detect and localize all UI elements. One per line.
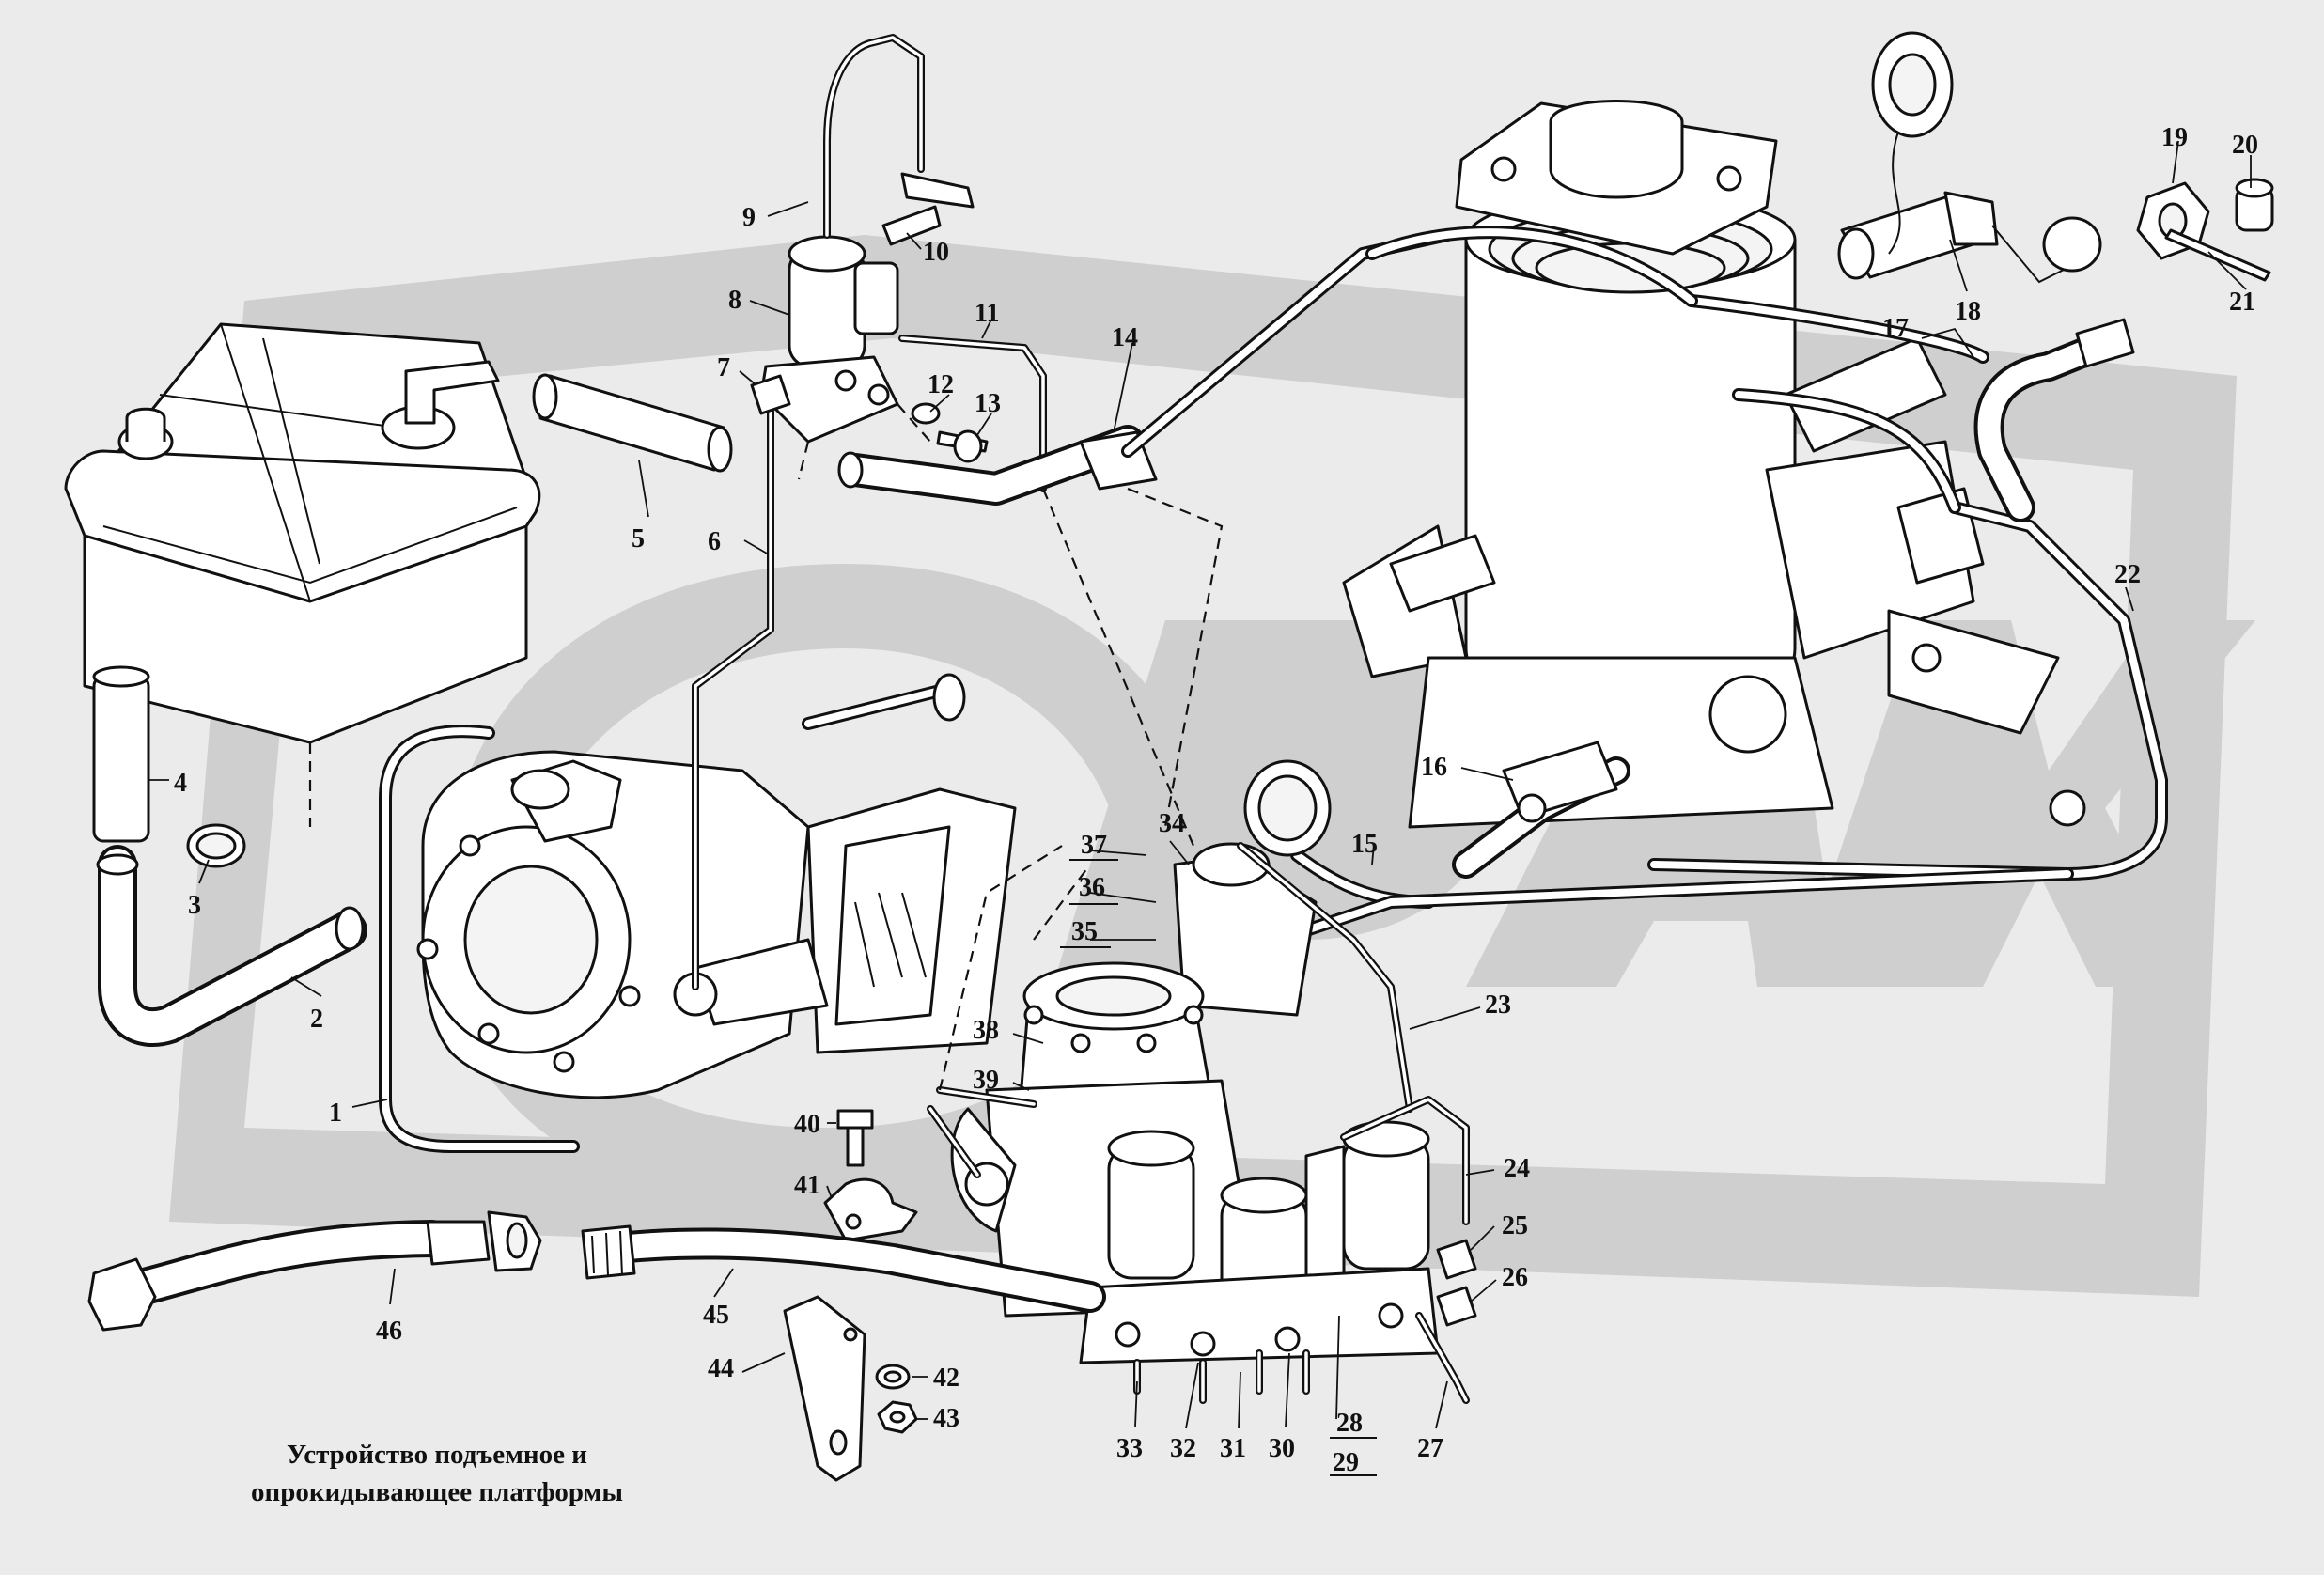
callout-4: 4 (174, 769, 187, 798)
callout-29: 29 (1333, 1448, 1359, 1477)
callout-16: 16 (1421, 753, 1447, 782)
clamp-3 (186, 823, 246, 868)
callout-35: 35 (1071, 917, 1098, 946)
callout-34: 34 (1159, 809, 1185, 838)
hose-46 (87, 1210, 542, 1332)
callout-20: 20 (2232, 131, 2258, 160)
callout-13: 13 (975, 389, 1001, 418)
plug-20 (2235, 178, 2274, 232)
solenoid-valve-8 (759, 235, 899, 444)
callout-21: 21 (2229, 288, 2255, 317)
callout-46: 46 (376, 1317, 402, 1346)
callout-12: 12 (928, 370, 954, 399)
pipe-22 (1647, 388, 2168, 881)
hose-16 (1452, 741, 1630, 879)
callout-27: 27 (1417, 1434, 1443, 1463)
hose-14 (837, 425, 1158, 506)
callout-2: 2 (310, 1005, 323, 1034)
callout-32: 32 (1170, 1434, 1196, 1463)
callout-18: 18 (1955, 297, 1981, 326)
callout-41: 41 (794, 1171, 820, 1200)
leader-lines (148, 140, 2252, 1429)
filler-18 (1837, 31, 2102, 284)
pipe-15 (1243, 759, 1435, 909)
callout-5: 5 (632, 524, 645, 554)
assembly-guide-8 (797, 403, 931, 480)
callout-44: 44 (708, 1354, 734, 1383)
dimension-ticks (1060, 859, 1377, 1476)
small-fittings-25-33 (1133, 1239, 1477, 1404)
callout-24: 24 (1504, 1154, 1530, 1183)
callout-42: 42 (933, 1364, 959, 1393)
hose-5 (532, 373, 733, 473)
return-line-1 (379, 725, 580, 1153)
callout-9: 9 (742, 203, 756, 232)
pin-21 (2164, 228, 2271, 282)
callout-8: 8 (728, 286, 741, 315)
callout-36: 36 (1079, 873, 1105, 902)
bracket-44 (783, 1295, 866, 1482)
pipe-17-loop (1121, 226, 1989, 458)
callout-43: 43 (933, 1404, 959, 1433)
line-11 (898, 335, 1047, 492)
tube-6 (692, 400, 774, 990)
callout-15: 15 (1351, 830, 1378, 859)
elbow-pipe-2 (96, 845, 367, 1047)
callout-30: 30 (1269, 1434, 1295, 1463)
assembly-guide-valves (938, 845, 1091, 1091)
callout-39: 39 (973, 1066, 999, 1095)
callout-1: 1 (329, 1099, 342, 1128)
caption-line-1: Устройство подъемное и (287, 1440, 587, 1470)
assembly-guide-14 (1041, 487, 1224, 847)
solenoid-group (1079, 1120, 1440, 1364)
nut-43 (877, 1400, 918, 1434)
fitting-7 (750, 374, 791, 415)
hose-17 (1973, 318, 2135, 522)
callout-33: 33 (1116, 1434, 1143, 1463)
callout-14: 14 (1112, 323, 1138, 352)
caption-line-2: опрокидывающее платформы (251, 1477, 623, 1507)
fitting-10 (881, 172, 975, 246)
callout-11: 11 (975, 299, 999, 328)
diagram-caption: Устройство подъемное и опрокидывающее пл… (193, 1436, 681, 1511)
lift-cylinder (1342, 100, 2060, 829)
callout-7: 7 (717, 353, 730, 382)
clip-41 (823, 1177, 918, 1242)
callout-28: 28 (1336, 1409, 1363, 1438)
callout-26: 26 (1502, 1263, 1528, 1292)
bolt-40 (836, 1109, 874, 1167)
tube-9 (823, 34, 925, 239)
callout-23: 23 (1485, 990, 1511, 1020)
callout-labels: 1 2 3 4 5 6 7 8 9 10 11 12 13 14 15 16 1… (174, 123, 2258, 1477)
callout-40: 40 (794, 1110, 820, 1139)
callout-25: 25 (1502, 1211, 1528, 1240)
callout-22: 22 (2114, 560, 2141, 589)
callout-6: 6 (708, 527, 721, 556)
callout-31: 31 (1220, 1434, 1246, 1463)
callout-37: 37 (1081, 831, 1107, 860)
hose-45 (581, 1224, 1106, 1313)
oil-pump (416, 673, 1017, 1099)
callout-38: 38 (973, 1016, 999, 1045)
callout-10: 10 (923, 238, 949, 267)
callout-45: 45 (703, 1301, 729, 1330)
bolt-13 (936, 429, 989, 463)
oil-tank (64, 322, 541, 827)
callout-19: 19 (2161, 123, 2188, 152)
callout-17: 17 (1882, 314, 1909, 343)
callout-3: 3 (188, 891, 201, 920)
hose-4 (92, 665, 150, 843)
washer-42 (875, 1364, 911, 1390)
